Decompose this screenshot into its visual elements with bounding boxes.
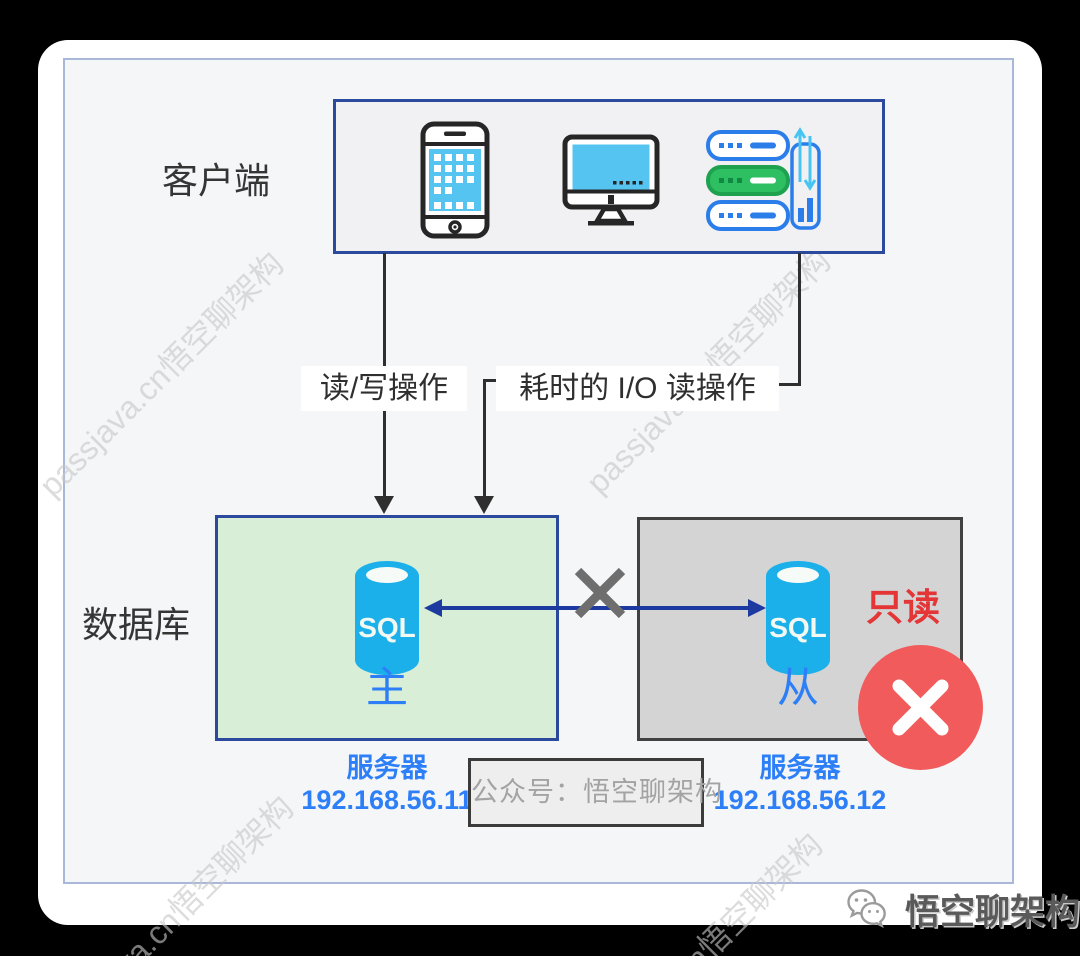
sql-database-icon: SQL bbox=[355, 561, 419, 675]
desktop-icon bbox=[562, 134, 660, 226]
server-label: 服务器 bbox=[346, 753, 428, 783]
red-circle-x-icon bbox=[858, 645, 983, 770]
slave-role-label: 从 bbox=[776, 664, 819, 711]
connector-segment bbox=[483, 379, 501, 382]
footer-logo: 悟空聊架构 bbox=[845, 883, 1080, 935]
arrowhead-down-icon bbox=[374, 496, 394, 514]
io-arrows-icon bbox=[790, 127, 821, 230]
wechat-account-box: 公众号：悟空聊架构 bbox=[468, 758, 722, 827]
io-read-edge-label: 耗时的 I/O 读操作 bbox=[496, 366, 779, 411]
sql-label: SQL bbox=[769, 612, 827, 643]
master-role-label: 主 bbox=[365, 664, 408, 711]
server-ip: 192.168.56.12 bbox=[713, 785, 887, 815]
slave-server-caption: 服务器 192.168.56.12 bbox=[637, 752, 963, 816]
arrowhead-left-icon bbox=[424, 599, 442, 617]
connector-segment bbox=[779, 383, 801, 386]
client-devices-box bbox=[333, 99, 885, 254]
server-rack-icon bbox=[706, 130, 790, 231]
client-section-label: 客户端 bbox=[161, 160, 270, 201]
server-label: 服务器 bbox=[759, 753, 841, 783]
server-ip: 192.168.56.11 bbox=[301, 785, 473, 815]
arrowhead-right-icon bbox=[748, 599, 766, 617]
connector-line bbox=[483, 379, 486, 496]
broken-link-x-icon bbox=[574, 567, 626, 619]
wechat-icon bbox=[847, 889, 886, 929]
master-server-caption: 服务器 192.168.56.11 bbox=[215, 752, 559, 816]
read-write-edge-label: 读/写操作 bbox=[301, 366, 467, 411]
footer-logo-text: 悟空聊架构 bbox=[904, 892, 1080, 932]
phone-icon bbox=[420, 121, 490, 239]
sql-database-icon: SQL bbox=[766, 561, 830, 675]
sql-label: SQL bbox=[358, 612, 416, 643]
readonly-badge: 只读 bbox=[866, 587, 940, 628]
arrowhead-down-icon bbox=[474, 496, 494, 514]
replication-arrow bbox=[432, 606, 758, 610]
connector-line bbox=[798, 253, 801, 386]
white-x-icon bbox=[892, 679, 949, 736]
database-section-label: 数据库 bbox=[81, 604, 190, 645]
